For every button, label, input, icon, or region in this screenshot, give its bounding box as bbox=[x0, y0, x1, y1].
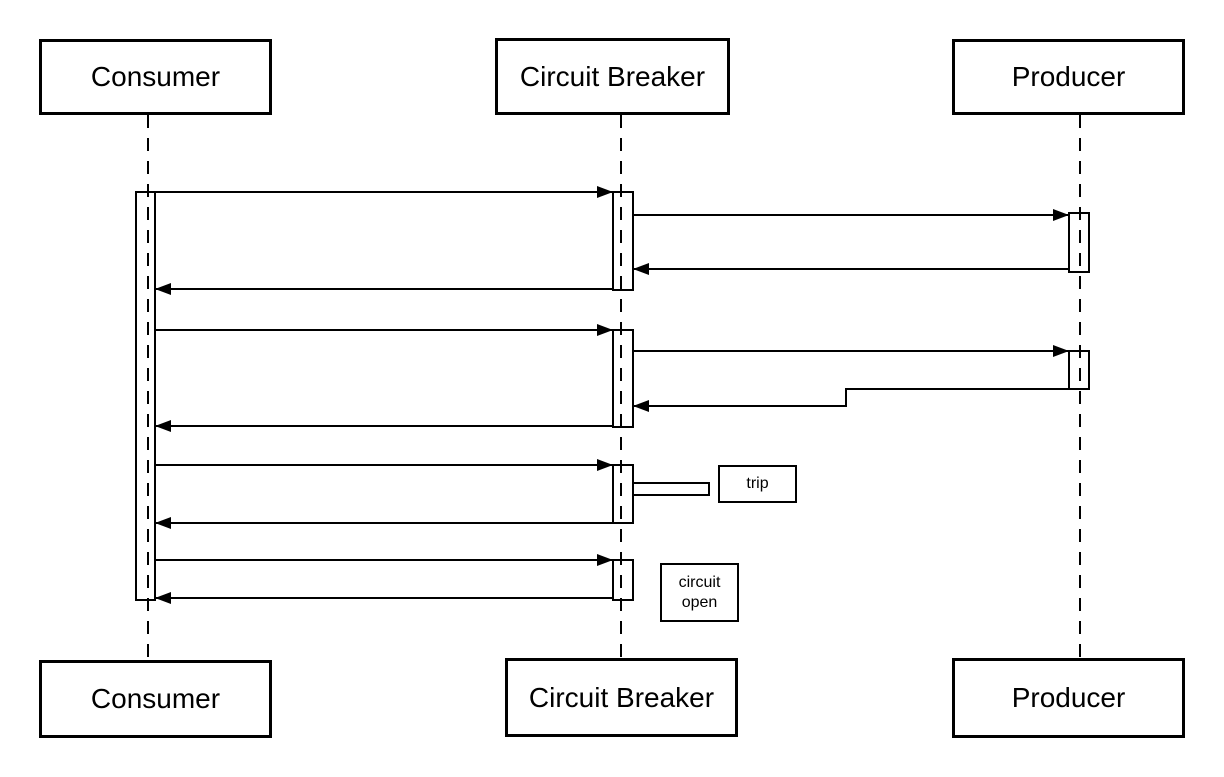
response-4-breaker-to-consumer-arrowhead-left-icon bbox=[155, 592, 171, 604]
circuit-open-note: circuit open bbox=[660, 563, 739, 622]
circuit-open-note-label: circuit bbox=[678, 573, 721, 591]
participant-label-consumer: Consumer bbox=[90, 683, 221, 714]
trip-self-call-bar bbox=[632, 482, 710, 496]
participant-box-top-circuit-breaker: Circuit Breaker bbox=[495, 38, 730, 115]
participant-label-producer: Producer bbox=[1011, 61, 1126, 92]
request-1-consumer-to-breaker-arrowhead-right-icon bbox=[597, 186, 613, 198]
response-2-breaker-to-consumer-arrowhead-left-icon bbox=[155, 420, 171, 432]
circuit-breaker-activation-1 bbox=[612, 191, 634, 291]
response-1-producer-to-breaker-arrowhead-left-icon bbox=[633, 263, 649, 275]
participant-box-bottom-consumer: Consumer bbox=[39, 660, 272, 738]
request-1-breaker-to-producer-arrowhead-right-icon bbox=[1053, 209, 1069, 221]
request-4-consumer-to-breaker-arrowhead-right-icon bbox=[597, 554, 613, 566]
circuit-breaker-activation-2 bbox=[612, 329, 634, 428]
circuit-breaker-activation-4 bbox=[612, 559, 634, 601]
response-1-breaker-to-consumer-arrowhead-left-icon bbox=[155, 283, 171, 295]
request-2-breaker-to-producer-arrowhead-right-icon bbox=[1053, 345, 1069, 357]
circuit-open-note-label: open bbox=[681, 593, 718, 611]
consumer-activation bbox=[135, 191, 156, 601]
request-3-consumer-to-breaker-arrowhead-right-icon bbox=[597, 459, 613, 471]
circuit-breaker-activation-3 bbox=[612, 464, 634, 524]
response-3-breaker-to-consumer-arrowhead-left-icon bbox=[155, 517, 171, 529]
participant-label-circuit-breaker: Circuit Breaker bbox=[528, 681, 715, 713]
participant-box-top-producer: Producer bbox=[952, 39, 1185, 115]
participant-box-bottom-producer: Producer bbox=[952, 658, 1185, 738]
participant-box-top-consumer: Consumer bbox=[39, 39, 272, 115]
response-2-producer-to-breaker-arrowhead-left-icon bbox=[633, 400, 649, 412]
request-2-consumer-to-breaker-arrowhead-right-icon bbox=[597, 324, 613, 336]
trip-note: trip bbox=[718, 465, 797, 503]
trip-note-label: trip bbox=[746, 475, 769, 492]
participant-box-bottom-circuit-breaker: Circuit Breaker bbox=[505, 658, 738, 737]
participant-label-producer: Producer bbox=[1011, 682, 1126, 713]
participant-label-circuit-breaker: Circuit Breaker bbox=[519, 60, 706, 92]
participant-label-consumer: Consumer bbox=[90, 61, 221, 92]
response-2-producer-to-breaker bbox=[633, 388, 1069, 407]
